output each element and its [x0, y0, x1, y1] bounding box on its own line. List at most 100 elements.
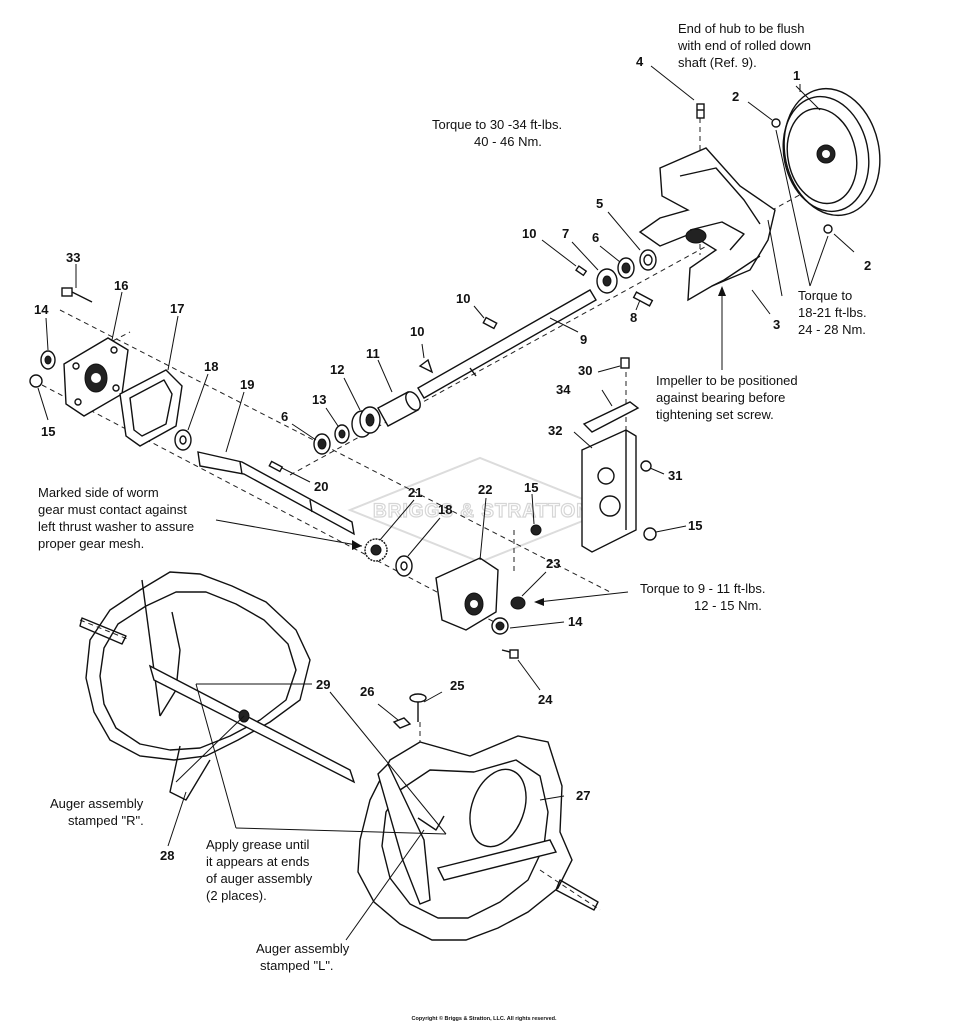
svg-text:tightening set screw.: tightening set screw.	[656, 407, 774, 422]
callout-numbers: 1 2 2 3 4 5 6 6 7 8 9 10 10 10 11 12 13 …	[34, 54, 871, 863]
watermark: BRIGGS & STRATTON	[347, 456, 613, 564]
gear-housing-part-16	[63, 337, 129, 417]
svg-text:with end of rolled down: with end of rolled down	[677, 38, 811, 53]
washer-part-13	[334, 424, 350, 444]
washer-part-18	[174, 429, 192, 451]
bearing-part-14-lower	[491, 617, 509, 635]
gasket-part-17	[119, 369, 183, 447]
callout-27: 27	[576, 788, 590, 803]
callout-10: 10	[410, 324, 424, 339]
svg-text:18-21 ft-lbs.: 18-21 ft-lbs.	[798, 305, 867, 320]
key-part-8	[632, 291, 654, 307]
leader-lines	[37, 65, 855, 941]
svg-text:shaft (Ref. 9).: shaft (Ref. 9).	[678, 55, 757, 70]
svg-text:Apply grease until: Apply grease until	[206, 837, 309, 852]
watermark-text: BRIGGS & STRATTON	[373, 501, 591, 522]
svg-text:against bearing before: against bearing before	[656, 390, 785, 405]
shaft-part-9	[417, 289, 597, 399]
callout-8: 8	[630, 310, 637, 325]
callout-15: 15	[524, 480, 538, 495]
callout-12: 12	[330, 362, 344, 377]
svg-text:Impeller to be positioned: Impeller to be positioned	[656, 373, 798, 388]
auger-shaft-part-19	[197, 451, 355, 536]
callout-16: 16	[114, 278, 128, 293]
svg-text:left thrust washer to assure: left thrust washer to assure	[38, 519, 194, 534]
bearing-part-14	[40, 350, 56, 370]
callout-23: 23	[546, 556, 560, 571]
svg-text:Marked side of worm: Marked side of worm	[38, 485, 159, 500]
plate-part-34	[582, 401, 640, 433]
callout-10: 10	[522, 226, 536, 241]
svg-text:of auger assembly: of auger assembly	[206, 871, 313, 886]
callout-7: 7	[562, 226, 569, 241]
impeller-part-3	[638, 147, 776, 302]
callout-18: 18	[438, 502, 452, 517]
bearing-part-6	[617, 257, 635, 279]
key-part-10-b	[482, 316, 498, 330]
callout-28: 28	[160, 848, 174, 863]
callout-25: 25	[450, 678, 464, 693]
svg-text:Torque to: Torque to	[798, 288, 852, 303]
callout-14: 14	[34, 302, 49, 317]
callout-20: 20	[314, 479, 328, 494]
note-grease: Apply grease until it appears at ends of…	[206, 837, 313, 903]
svg-text:Torque to 9 - 11 ft-lbs.: Torque to 9 - 11 ft-lbs.	[640, 581, 766, 596]
svg-text:Auger assembly: Auger assembly	[256, 941, 350, 956]
callout-15: 15	[688, 518, 702, 533]
sleeve-part-11	[377, 391, 421, 427]
plug-part-23	[510, 596, 526, 610]
callout-18: 18	[204, 359, 218, 374]
svg-text:gear must contact against: gear must contact against	[38, 502, 187, 517]
callout-5: 5	[596, 196, 603, 211]
note-torque-shaft: Torque to 30 -34 ft-lbs. 40 - 46 Nm.	[432, 117, 562, 149]
svg-text:24 - 28 Nm.: 24 - 28 Nm.	[798, 322, 866, 337]
callout-22: 22	[478, 482, 492, 497]
svg-text:40 - 46 Nm.: 40 - 46 Nm.	[474, 134, 542, 149]
key-part-20	[268, 460, 284, 473]
pin-part-25	[409, 693, 427, 722]
callout-15: 15	[41, 424, 55, 439]
note-impeller: Impeller to be positioned against bearin…	[656, 373, 798, 422]
callout-1: 1	[793, 68, 800, 83]
svg-text:proper gear mesh.: proper gear mesh.	[38, 536, 144, 551]
callout-14: 14	[568, 614, 583, 629]
callout-11: 11	[366, 346, 380, 361]
svg-text:it appears at ends: it appears at ends	[206, 854, 310, 869]
spacer-part-7	[596, 268, 618, 294]
note-torque-pulley: Torque to 18-21 ft-lbs. 24 - 28 Nm.	[798, 288, 867, 337]
callout-2: 2	[732, 89, 739, 104]
callout-13: 13	[312, 392, 326, 407]
svg-text:Torque to 30 -34 ft-lbs.: Torque to 30 -34 ft-lbs.	[432, 117, 562, 132]
key-part-10-c	[418, 358, 434, 374]
callout-34: 34	[556, 382, 571, 397]
key-part-10-a	[575, 265, 588, 277]
bolt-part-33	[61, 287, 93, 303]
nut-part-31	[640, 460, 652, 472]
svg-text:Auger assembly: Auger assembly	[50, 796, 144, 811]
callout-31: 31	[668, 468, 682, 483]
callout-17: 17	[170, 301, 184, 316]
pulley-part-1	[782, 87, 881, 217]
bearing-part-6-left	[313, 433, 331, 455]
callout-30: 30	[578, 363, 592, 378]
callout-29: 29	[316, 677, 330, 692]
bracket-part-32	[581, 429, 637, 553]
worm-gear-part-21	[364, 538, 388, 562]
nut-part-2	[771, 118, 781, 128]
note-auger-l: Auger assembly stamped "L".	[256, 941, 350, 973]
auger-assembly-r-part-28	[79, 571, 356, 801]
cotter-part-26	[392, 717, 412, 729]
callout-26: 26	[360, 684, 374, 699]
note-torque-housing: Torque to 9 - 11 ft-lbs. 12 - 15 Nm.	[640, 581, 766, 613]
note-hub-flush: End of hub to be flush with end of rolle…	[677, 21, 811, 70]
bearing-part-5	[639, 249, 657, 271]
nut-part-15-mid	[530, 524, 542, 536]
note-auger-r: Auger assembly stamped "R".	[50, 796, 144, 828]
auger-assembly-l-part-27	[357, 735, 601, 941]
callout-6: 6	[592, 230, 599, 245]
callout-32: 32	[548, 423, 562, 438]
callout-2: 2	[864, 258, 871, 273]
callout-21: 21	[408, 485, 422, 500]
set-screw-part-4	[696, 103, 705, 119]
callout-33: 33	[66, 250, 80, 265]
